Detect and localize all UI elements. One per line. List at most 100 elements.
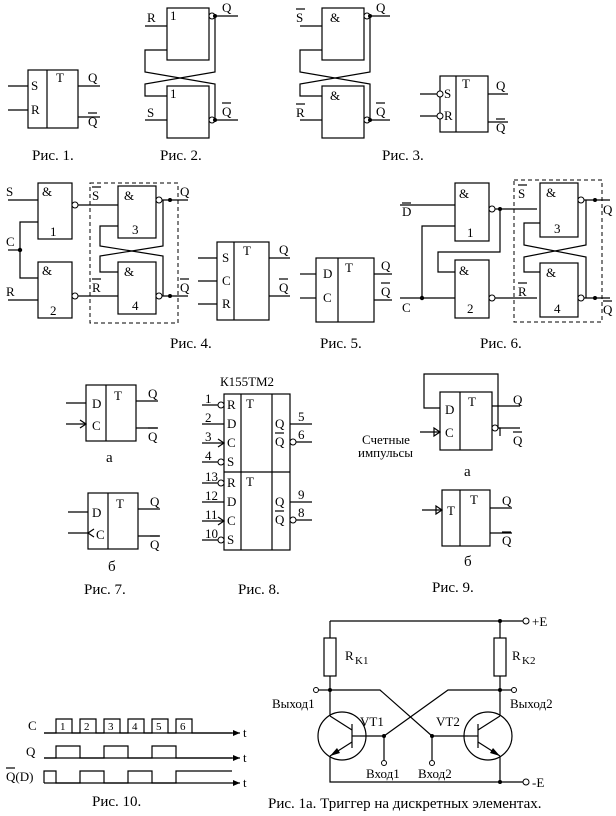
fig10-clock-4: 4 bbox=[132, 721, 138, 733]
fig1-s-label: S bbox=[31, 78, 38, 93]
fig1a-discrete-trigger: +E R K1 R K2 Выход1 Выход2 bbox=[268, 614, 553, 812]
fig9b-t-input-label: T bbox=[447, 503, 455, 518]
fig1a-rk2: R bbox=[512, 648, 521, 663]
fig4-s-label: S bbox=[6, 184, 13, 199]
fig4-g1-sym: & bbox=[42, 184, 52, 199]
fig1a-rk1: R bbox=[345, 648, 354, 663]
fig9b-sub: б bbox=[464, 554, 472, 570]
fig6-g2-num: 2 bbox=[467, 301, 474, 316]
fig7b-d-label: D bbox=[92, 505, 101, 520]
fig1a-in1: Вход1 bbox=[366, 766, 400, 781]
fig8-pin-left-3: 3 bbox=[205, 429, 212, 444]
fig7a-c-label: C bbox=[92, 418, 101, 433]
fig8-pin-right-8: 8 bbox=[298, 505, 305, 520]
fig2-q-label: Q bbox=[222, 0, 232, 15]
fig10-time-label-1: t bbox=[243, 750, 247, 765]
fig8-pin-left-1: 1 bbox=[205, 391, 212, 406]
fig1-nq-label: Q bbox=[88, 114, 98, 129]
fig10-clock-3: 3 bbox=[108, 721, 114, 733]
fig5-d-trigger: D C T Q Q Рис. 5. bbox=[300, 257, 392, 352]
fig8-r1-label: R bbox=[227, 397, 236, 412]
fig7a-d-label: D bbox=[92, 396, 101, 411]
fig8-d2-label: D bbox=[227, 494, 236, 509]
fig4-nq-label: Q bbox=[180, 280, 190, 295]
fig2-nor-trigger: 1 1 R S Q Q Рис. 2. bbox=[144, 0, 238, 164]
fig10-clock-1: 1 bbox=[60, 721, 66, 733]
fig10-time-label-0: t bbox=[243, 725, 247, 740]
fig4b-c-label: C bbox=[222, 273, 231, 288]
fig1a-plus-e: +E bbox=[532, 614, 547, 629]
fig8-k155tm2-chip: К155ТМ2 T T R D C S R D C S Q Q Q Q 1234… bbox=[202, 374, 312, 598]
fig10-time-label-2: t bbox=[243, 775, 247, 790]
fig8-pin-left-10: 10 bbox=[205, 526, 218, 541]
fig3b-s-label: S bbox=[444, 86, 451, 101]
fig9a-nq-label: Q bbox=[513, 433, 523, 448]
fig8-pin-left-2: 2 bbox=[205, 410, 212, 425]
fig1a-caption: Рис. 1а. Триггер на дискретных элементах… bbox=[268, 796, 542, 812]
fig8-q1-label: Q bbox=[275, 416, 285, 431]
fig2-gate1-sym: 1 bbox=[170, 8, 177, 23]
fig6-q-label: Q bbox=[603, 202, 613, 217]
fig4-ns-label: S bbox=[92, 188, 99, 203]
fig5-t-label: T bbox=[345, 260, 353, 275]
fig7-caption: Рис. 7. bbox=[84, 582, 126, 598]
fig4-c-label: C bbox=[6, 234, 15, 249]
fig1a-rk1-sub: K1 bbox=[355, 655, 368, 667]
fig4-caption: Рис. 4. bbox=[170, 336, 212, 352]
fig1a-out1: Выход1 bbox=[272, 696, 315, 711]
fig1a-vt1-circle bbox=[317, 711, 367, 761]
fig6-nd-label: D bbox=[402, 204, 411, 219]
fig9-caption: Рис. 9. bbox=[432, 580, 474, 596]
fig4-g4-num: 4 bbox=[132, 298, 139, 313]
fig7b-c-label: C bbox=[96, 527, 105, 542]
fig7b-nq-label: Q bbox=[150, 537, 160, 552]
fig8-pin-left-13: 13 bbox=[205, 469, 218, 484]
fig10-clock-5: 5 bbox=[156, 721, 162, 733]
fig3b-r-label: R bbox=[444, 108, 453, 123]
fig1a-vt1: VT1 bbox=[360, 714, 384, 729]
fig10-clock-2: 2 bbox=[84, 721, 90, 733]
fig1a-minus-e: -E bbox=[532, 775, 544, 790]
fig4-q-label: Q bbox=[180, 184, 190, 199]
fig6-g1-sym: & bbox=[459, 186, 469, 201]
fig2-caption: Рис. 2. bbox=[160, 148, 202, 164]
fig3-gate1-sym: & bbox=[330, 10, 340, 25]
fig3-gate2-sym: & bbox=[330, 88, 340, 103]
fig8-c1-label: C bbox=[227, 435, 236, 450]
fig6-nq-label: Q bbox=[603, 302, 613, 317]
fig6-caption: Рис. 6. bbox=[480, 336, 522, 352]
fig6-g3-sym: & bbox=[546, 185, 556, 200]
fig6-ns-label: S bbox=[518, 186, 525, 201]
fig10-qd-label: Q(D) bbox=[6, 769, 33, 784]
fig4-nr-label: R bbox=[92, 280, 101, 295]
fig6-g4-sym: & bbox=[546, 265, 556, 280]
fig4-r-label: R bbox=[6, 284, 15, 299]
fig9b-t-label: T bbox=[470, 492, 478, 507]
fig4b-r-label: R bbox=[222, 296, 231, 311]
fig6-g4-num: 4 bbox=[554, 301, 561, 316]
fig10-q-label: Q bbox=[26, 744, 36, 759]
fig4b-nq-label: Q bbox=[279, 280, 289, 295]
fig4b-s-label: S bbox=[222, 250, 229, 265]
fig7a-q-label: Q bbox=[148, 386, 158, 401]
fig5-q-label: Q bbox=[381, 258, 391, 273]
fig10-caption: Рис. 10. bbox=[92, 794, 141, 810]
fig6-c-label: C bbox=[402, 300, 411, 315]
fig7a-t-label: T bbox=[114, 388, 122, 403]
fig9b-nq-label: Q bbox=[502, 533, 512, 548]
fig6-g2-sym: & bbox=[459, 263, 469, 278]
fig1a-vt2: VT2 bbox=[436, 714, 460, 729]
fig1a-vt2-circle bbox=[463, 711, 513, 761]
fig6-g1-num: 1 bbox=[467, 225, 474, 240]
fig8-t1-label: T bbox=[246, 396, 254, 411]
fig8-q2-label: Q bbox=[275, 494, 285, 509]
fig3-nr-label: R bbox=[296, 105, 305, 120]
fig8-pin-right-9: 9 bbox=[298, 487, 305, 502]
fig6-g3-num: 3 bbox=[554, 221, 561, 236]
fig2-gate2-sym: 1 bbox=[170, 86, 177, 101]
fig3-caption: Рис. 3. bbox=[382, 148, 424, 164]
fig8-s1-label: S bbox=[227, 454, 234, 469]
fig8-pin-left-4: 4 bbox=[205, 448, 212, 463]
fig1a-rk2-sub: K2 bbox=[522, 655, 535, 667]
